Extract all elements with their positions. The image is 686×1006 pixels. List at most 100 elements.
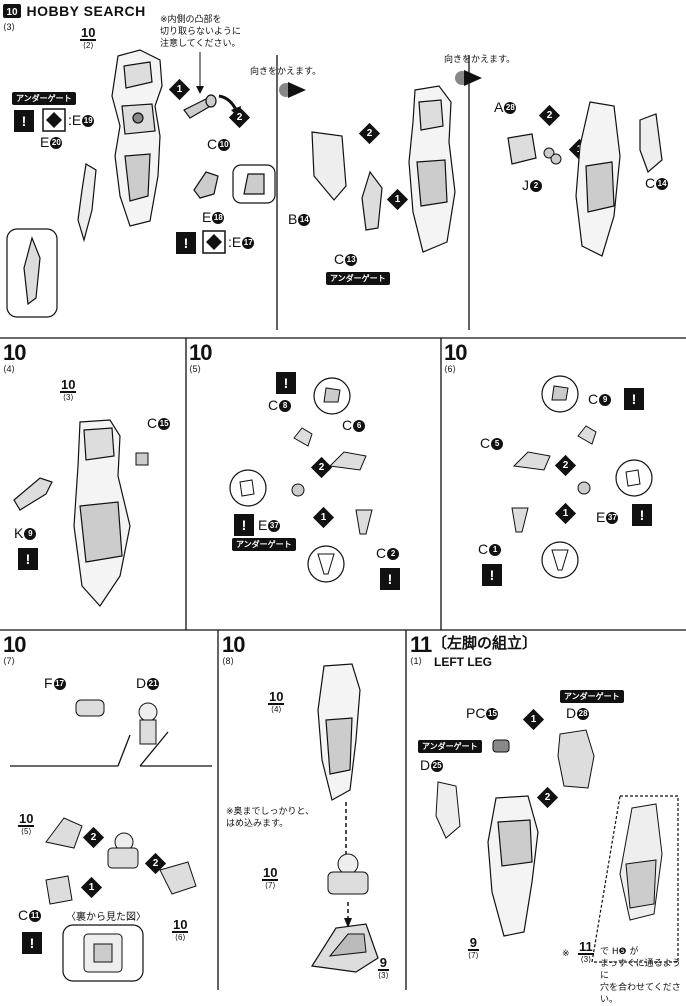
- note-turn: 向きをかえます。: [250, 67, 322, 77]
- section-subtitle: LEFT LEG: [434, 655, 492, 669]
- step-sub-label: ⟨5⟩: [189, 364, 202, 374]
- insert-arrow: [344, 902, 352, 928]
- note-turn: 向きをかえます。: [444, 55, 516, 65]
- detail-callout-box: [6, 228, 58, 318]
- part-c5-drawing: [512, 451, 551, 471]
- part-10-6-drawing: [159, 861, 197, 895]
- ref-9-3: 9⟨3⟩: [378, 955, 389, 980]
- hobby-search-logo-icon: 10: [3, 3, 21, 18]
- note-press-in: ※奥までしっかりと、 はめ込みます。: [226, 807, 315, 829]
- note-inner-bump: ※内側の凸部を 切り取らないように 注意してください。: [160, 15, 241, 49]
- order-marker-2: 2: [310, 456, 333, 479]
- ref-11-3: 11⟨3⟩: [578, 939, 594, 964]
- leg-part-drawing: [317, 663, 361, 801]
- part-d28-drawing: [557, 729, 595, 789]
- step-number: 10: [444, 340, 468, 365]
- warning-icon: !: [18, 548, 38, 570]
- joint-assembly-drawing: [327, 853, 369, 895]
- order-marker-2: 2: [358, 122, 381, 145]
- ref-10-4: 10⟨4⟩: [268, 689, 285, 714]
- warning-icon: !: [380, 568, 400, 590]
- turn-arrow-icon: [279, 82, 306, 98]
- undergate-badge: アンダーゲート: [418, 740, 482, 753]
- part-e20-drawing: [77, 163, 97, 243]
- undergate-badge: アンダーゲート: [326, 272, 390, 285]
- joint-assembly-drawing: [107, 832, 139, 869]
- svg-text:10: 10: [6, 7, 18, 18]
- detail-circle: [541, 375, 579, 413]
- order-marker-2: 2: [554, 454, 577, 477]
- section-title: 〔左脚の組立〕: [432, 635, 538, 652]
- leg-part-drawing: [73, 419, 131, 607]
- detail-callout-box: [232, 164, 276, 204]
- order-marker-1: 1: [522, 708, 545, 731]
- part-d25-drawing: [435, 781, 461, 839]
- part-pc15-drawing: [492, 739, 510, 753]
- leg-part-drawing: [408, 85, 456, 253]
- warning-icon: !: [234, 514, 254, 536]
- warning-icon: !: [624, 388, 644, 410]
- part-k9-drawing: [13, 477, 53, 511]
- undergate-badge: アンダーゲート: [232, 538, 296, 551]
- gate-diamond-icon: [202, 230, 226, 254]
- warning-icon: !: [482, 564, 502, 586]
- watermark-header: 10 HOBBY SEARCH: [2, 2, 146, 20]
- part-c1-drawing: [511, 507, 529, 533]
- part-c6-drawing: [328, 451, 367, 471]
- part-e37-drawing: [577, 481, 591, 495]
- order-marker-1: 1: [80, 876, 103, 899]
- ref-10-6: 10⟨6⟩: [172, 917, 189, 942]
- step-sub-label: ⟨1⟩: [410, 656, 423, 666]
- ref-10-3: 10⟨3⟩: [60, 377, 77, 402]
- warning-icon: !: [276, 372, 296, 394]
- detail-circle: [541, 541, 579, 579]
- part-e37-drawing: [291, 483, 305, 497]
- turn-arrow-icon: [455, 70, 482, 86]
- warning-icon: !: [14, 110, 34, 132]
- foot-part-drawing: [310, 923, 379, 973]
- step-number: 10: [3, 340, 27, 365]
- step-number: 10: [222, 632, 246, 657]
- part-e18-drawing: [193, 171, 219, 199]
- part-d21-drawing: [138, 702, 158, 745]
- detail-circle: [307, 545, 345, 583]
- detail-circle: [229, 469, 267, 507]
- gate-diamond-icon: [42, 108, 66, 132]
- detail-circle: [313, 377, 351, 415]
- leg-part-drawing: [111, 49, 163, 227]
- detail-callout-box: [591, 795, 679, 963]
- part-c9-drawing: [577, 425, 597, 445]
- detail-circle: [615, 459, 653, 497]
- callout-leader: [196, 52, 204, 94]
- step-number: 11: [410, 632, 432, 657]
- warning-icon: !: [22, 932, 42, 954]
- order-marker-1: 1: [168, 78, 191, 101]
- warning-icon: !: [176, 232, 196, 254]
- ref-10-7: 10⟨7⟩: [262, 865, 279, 890]
- note-alignment: で H❺ が まっすぐに通るように 穴を合わせてください。: [600, 947, 681, 1005]
- part-c13-drawing: [361, 170, 383, 231]
- back-view-box: [62, 924, 144, 982]
